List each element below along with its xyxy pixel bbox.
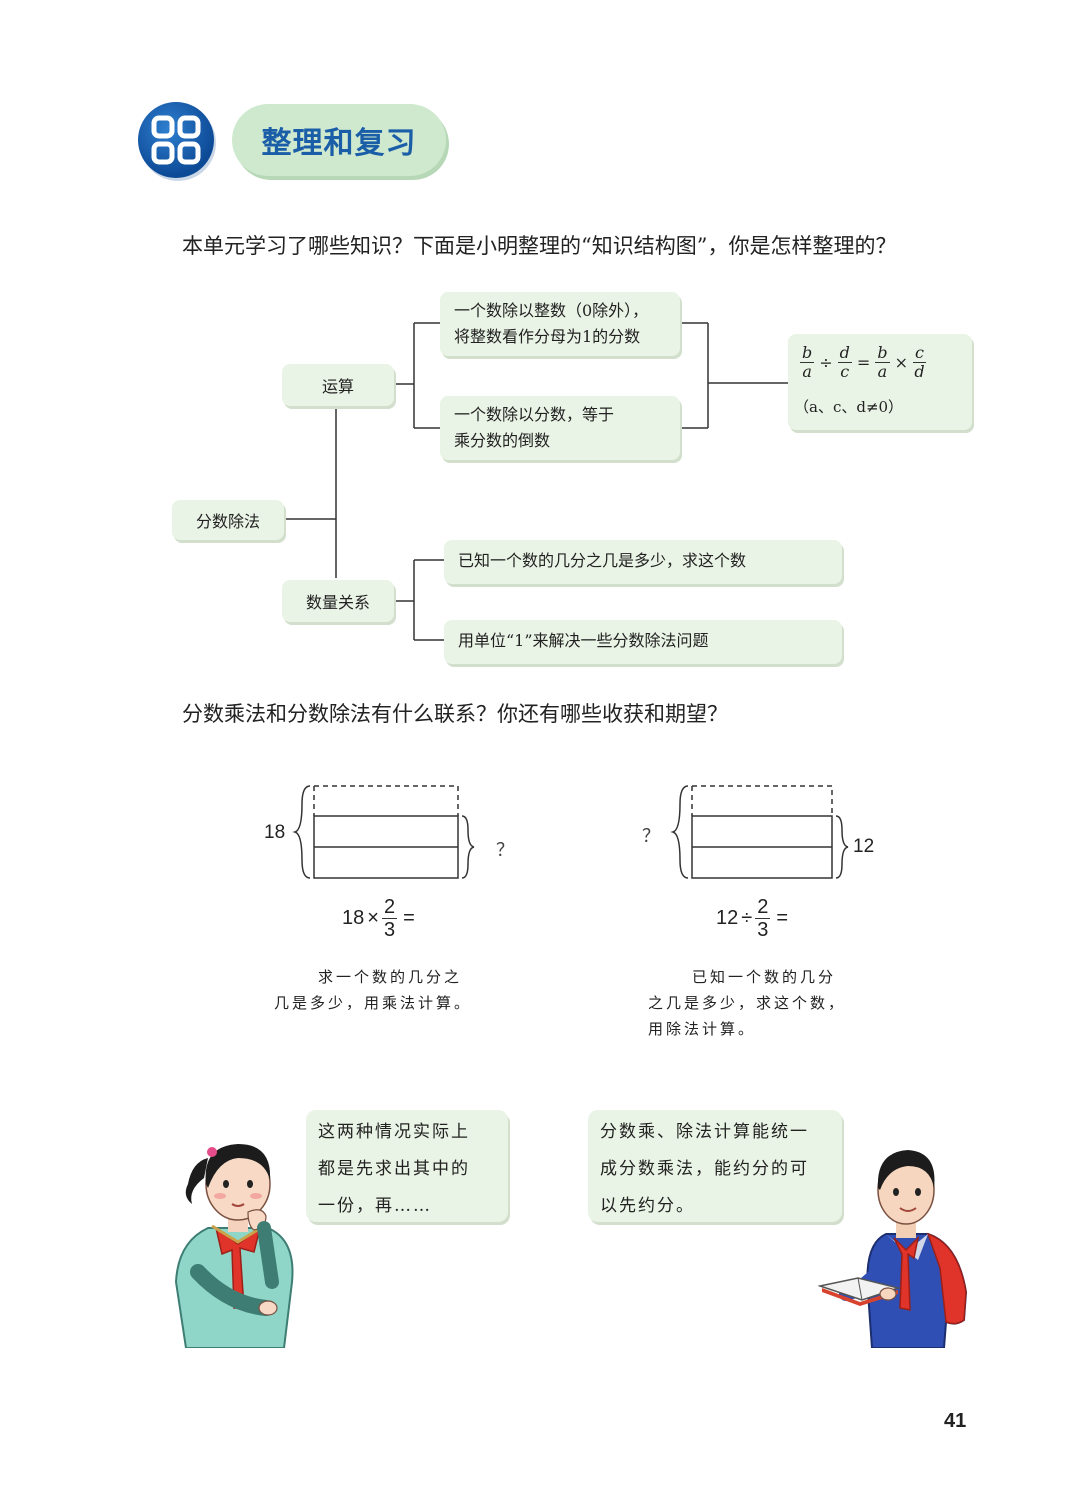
mindmap-branch-relation: 数量关系 [282, 580, 394, 622]
mindmap-leaf-divide-fraction: 一个数除以分数，等于 乘分数的倒数 [440, 396, 680, 460]
right-eq-equals: = [776, 907, 789, 929]
girl-illustration [174, 1144, 294, 1348]
right-note-line3: 用除法计算。 [648, 1020, 757, 1038]
intro-question: 本单元学习了哪些知识？下面是小明整理的“知识结构图”，你是怎样整理的？ [182, 234, 897, 258]
right-note-line2: 之几是多少，求这个数， [648, 994, 847, 1012]
right-note-line1: 已知一个数的几分 [692, 968, 837, 986]
second-question: 分数乘法和分数除法有什么联系？你还有哪些收获和期望？ [182, 702, 728, 726]
left-note-line1: 求一个数的几分之 [318, 968, 463, 986]
leaf-find-number-text: 已知一个数的几分之几是多少，求这个数 [458, 551, 747, 570]
bubble-boy-line1: 分数乘、除法计算能统一 [600, 1122, 809, 1142]
speech-bubble-boy: 分数乘、除法计算能统一 成分数乘法，能约分的可 以先约分。 [588, 1110, 842, 1222]
left-note: 求一个数的几分之 几是多少，用乘法计算。 [274, 964, 514, 1016]
right-diagram-label-unknown: ？ [642, 826, 660, 847]
mindmap-branch-operation: 运算 [282, 364, 394, 406]
branch-operation-label: 运算 [321, 377, 354, 396]
bar-diagram-left [292, 785, 475, 879]
left-eq-operator: × [367, 907, 379, 929]
right-diagram-label-part: 12 [853, 836, 875, 857]
mindmap-leaf-divide-integer: 一个数除以整数（0除外）， 将整数看作分母为1的分数 [440, 292, 680, 356]
leaf-unit-one-text: 用单位“1”来解决一些分数除法问题 [458, 631, 709, 650]
mindmap-root-label: 分数除法 [195, 512, 260, 531]
bar-diagram-right [670, 785, 849, 879]
left-note-line2: 几是多少，用乘法计算。 [274, 994, 473, 1012]
left-eq-whole: 18 [342, 907, 365, 929]
formula-div-sign: ÷ [819, 353, 833, 372]
leaf-divide-fraction-line1: 一个数除以分数，等于 [454, 405, 615, 424]
mindmap-leaf-unit-one: 用单位“1”来解决一些分数除法问题 [444, 620, 842, 664]
mindmap-connectors [284, 322, 788, 641]
bubble-boy-line2: 成分数乘法，能约分的可 [600, 1159, 809, 1179]
page-number: 41 [944, 1410, 967, 1432]
right-eq-whole: 12 [716, 907, 739, 929]
mindmap-root: 分数除法 [172, 500, 284, 540]
leaf-divide-integer-line2: 将整数看作分母为1的分数 [454, 327, 641, 346]
section-title-text: 整理和复习 [261, 126, 417, 161]
speech-bubble-girl: 这两种情况实际上 都是先求出其中的 一份，再…… [306, 1110, 508, 1222]
left-diagram-label-total: 18 [264, 822, 286, 843]
right-note: 已知一个数的几分 之几是多少，求这个数， 用除法计算。 [648, 964, 888, 1042]
section-title: 整理和复习 [232, 104, 446, 176]
branch-relation-label: 数量关系 [305, 593, 370, 612]
left-eq-equals: = [403, 907, 415, 929]
leaf-divide-fraction-line2: 乘分数的倒数 [454, 431, 551, 450]
leaf-divide-integer-line1: 一个数除以整数（0除外）， [454, 301, 649, 320]
boy-illustration [818, 1150, 968, 1348]
formula-condition: （a、c、d≠0） [794, 398, 904, 416]
bubble-boy-line3: 以先约分。 [600, 1196, 695, 1216]
bubble-girl-line2: 都是先求出其中的 [318, 1159, 470, 1179]
formula-times-sign: × [894, 353, 908, 372]
formula-eq-sign: = [856, 353, 871, 372]
mindmap-leaf-find-number: 已知一个数的几分之几是多少，求这个数 [444, 540, 842, 584]
right-eq-operator: ÷ [741, 907, 753, 929]
bubble-girl-line3: 一份，再…… [318, 1196, 432, 1216]
bubble-girl-line1: 这两种情况实际上 [318, 1122, 470, 1142]
left-diagram-label-unknown: ？ [496, 840, 514, 861]
section-icon [138, 102, 214, 178]
